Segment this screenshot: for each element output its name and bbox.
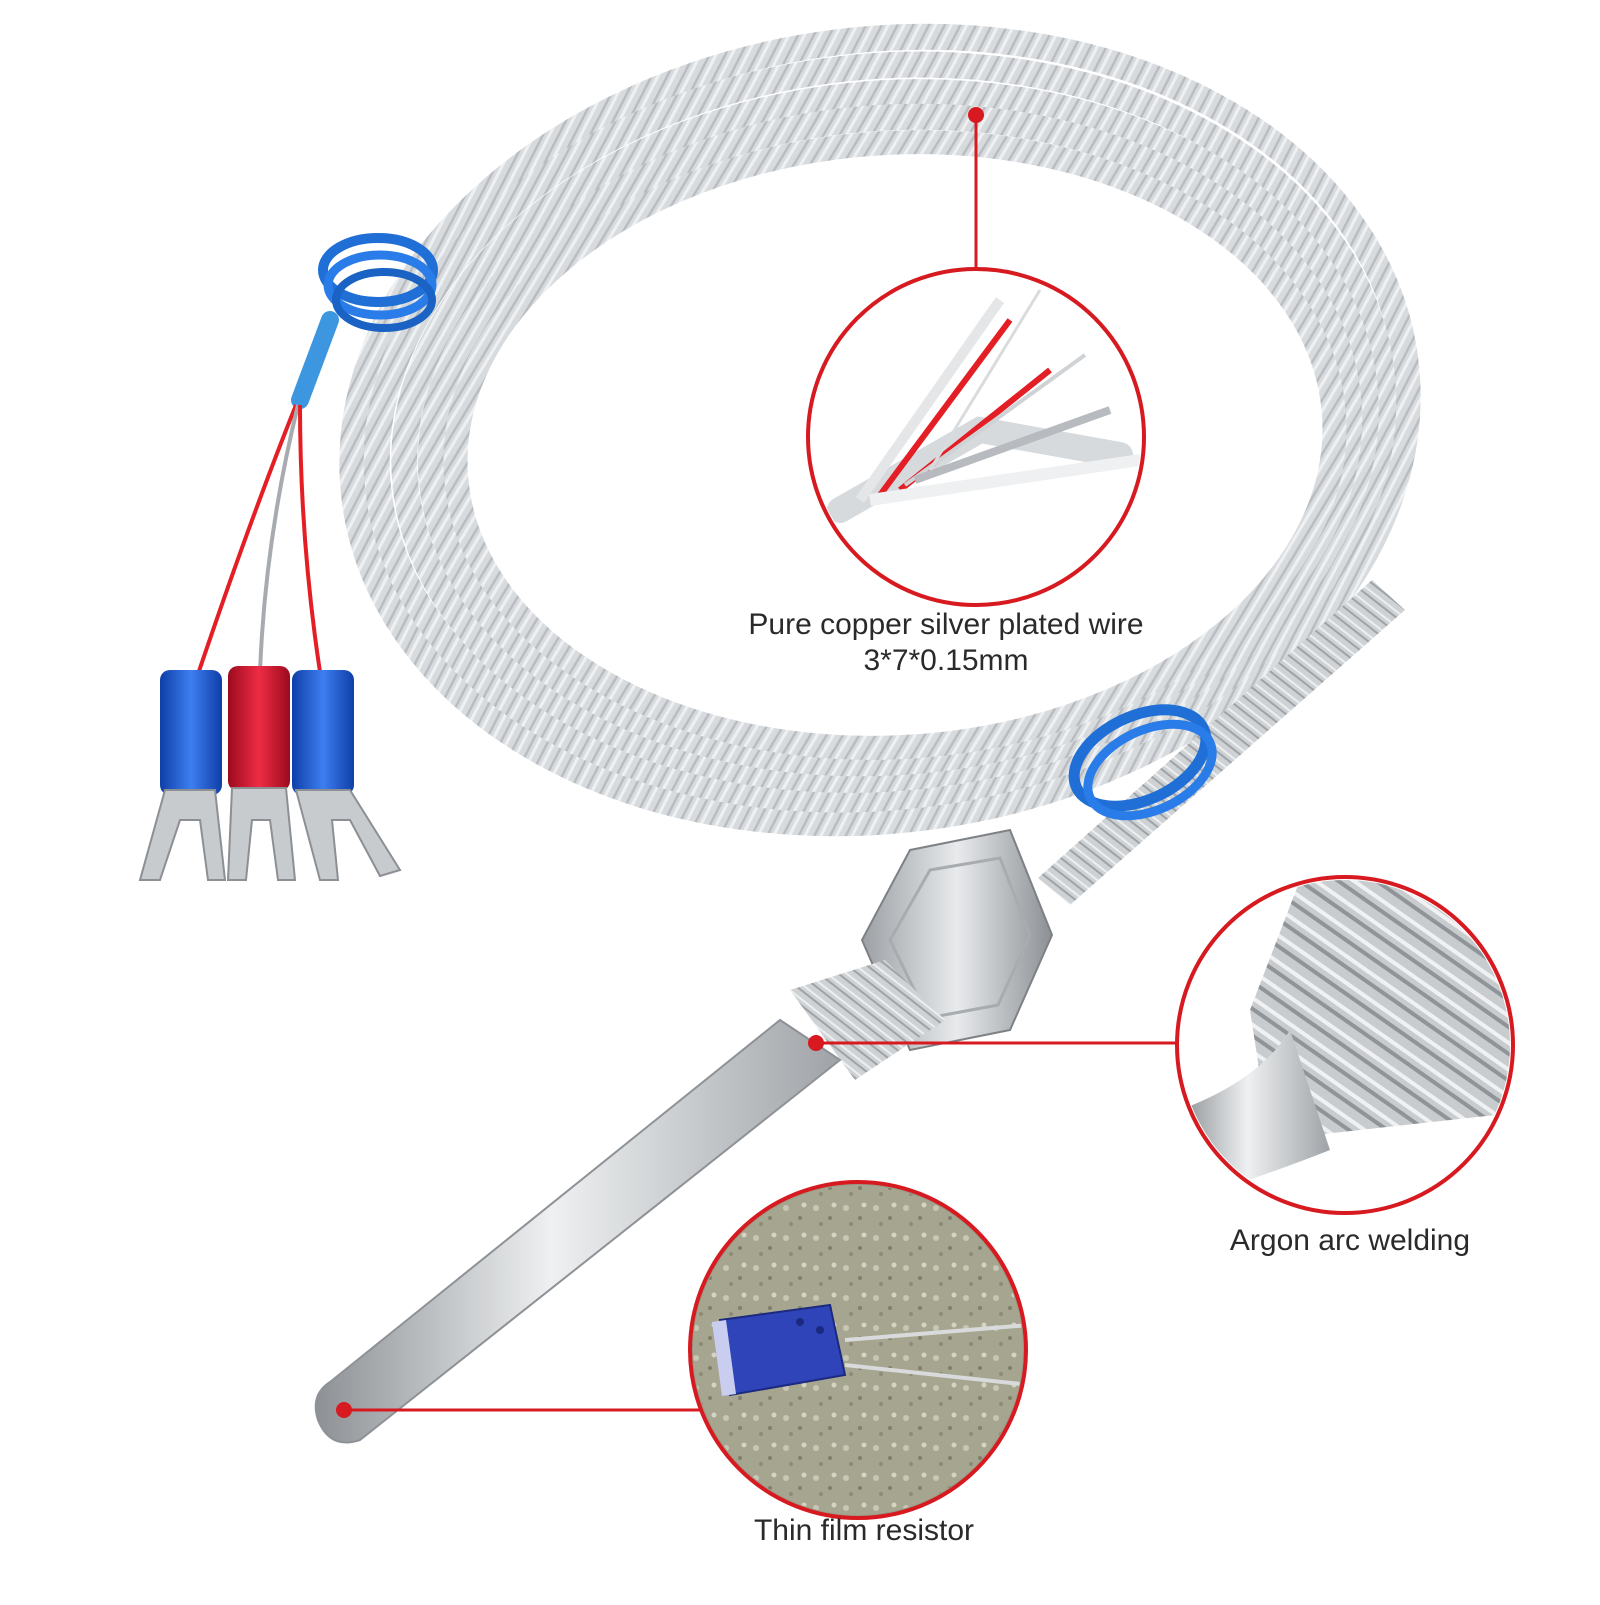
zoom-image-welding: [1180, 880, 1510, 1210]
braided-cable-coil: [339, 23, 1421, 837]
probe-rod: [314, 1018, 842, 1444]
spade-terminal-red: [226, 666, 297, 881]
callout-dot: [808, 1035, 824, 1051]
callout-dot: [336, 1402, 352, 1418]
callout-wire-line1: Pure copper silver plated wire: [748, 608, 1143, 641]
blue-cable-tie-left: [318, 233, 438, 332]
spade-terminal-blue-left: [138, 670, 227, 881]
zoom-image-wire-strands: [811, 272, 1141, 602]
threaded-sleeve: [1038, 580, 1405, 905]
callout-wire-line2: 3*7*0.15mm: [863, 644, 1028, 677]
callout-resistor-label: Thin film resistor: [754, 1514, 974, 1547]
zoom-image-resistor: [693, 1185, 1023, 1515]
lead-wires: [194, 311, 339, 681]
callout-resistor: Thin film resistor: [336, 1180, 1028, 1547]
callout-dot: [968, 107, 984, 123]
blue-cable-tie-right: [1068, 704, 1217, 821]
callout-wire: Pure copper silver plated wire 3*7*0.15m…: [748, 107, 1146, 677]
pipe-thread: [790, 960, 945, 1080]
spade-terminal-blue-right: [292, 670, 402, 881]
callout-welding: Argon arc welding: [808, 875, 1515, 1257]
callout-welding-label: Argon arc welding: [1230, 1224, 1470, 1257]
